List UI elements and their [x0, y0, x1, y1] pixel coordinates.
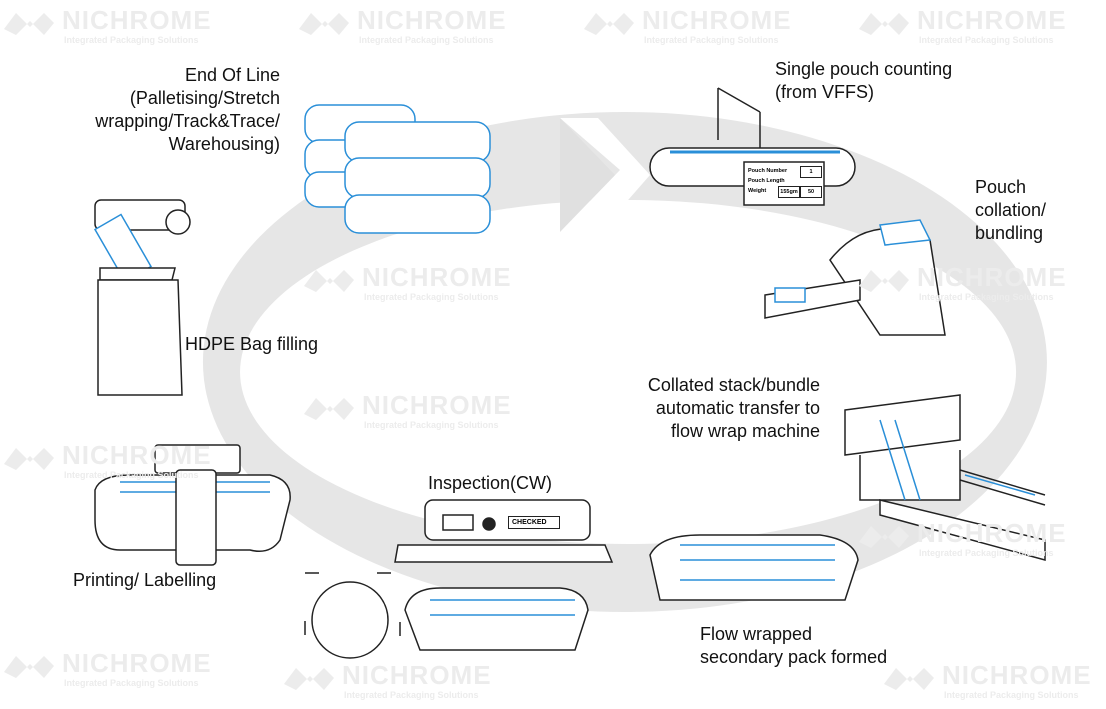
watermark-brand: NICHROME	[917, 518, 1067, 548]
watermark-tagline: Integrated Packaging Solutions	[919, 292, 1054, 302]
flow-arrow-chevron	[560, 118, 650, 232]
nichrome-logo-icon	[884, 668, 934, 690]
watermark-brand: NICHROME	[642, 5, 792, 35]
watermark-brand: NICHROME	[917, 5, 1067, 35]
checked-display: CHECKED	[508, 516, 560, 529]
collation-illustration	[764, 219, 946, 336]
watermark-tagline: Integrated Packaging Solutions	[364, 292, 499, 302]
process-ring	[202, 112, 1047, 612]
label-end-of-line: End Of Line (Palletising/Stretch wrappin…	[95, 65, 280, 154]
watermark-tagline: Integrated Packaging Solutions	[64, 35, 199, 45]
watermark-tagline: Integrated Packaging Solutions	[64, 470, 199, 480]
watermark-tagline: Integrated Packaging Solutions	[919, 35, 1054, 45]
nichrome-logo-icon	[859, 13, 909, 35]
nichrome-logo-icon	[4, 448, 54, 470]
nichrome-logo-icon	[299, 13, 349, 35]
label-inspection: Inspection(CW)	[428, 473, 553, 493]
labelling-illustration	[94, 444, 291, 566]
label-printing: Printing/ Labelling	[73, 570, 217, 590]
watermark-brand: NICHROME	[362, 262, 512, 292]
label-hdpe: HDPE Bag filling	[185, 334, 319, 354]
watermark-brand: NICHROME	[342, 660, 492, 690]
watermark-tagline: Integrated Packaging Solutions	[359, 35, 494, 45]
watermark-brand: NICHROME	[357, 5, 507, 35]
label-transfer: Collated stack/bundle automatic transfer…	[647, 375, 820, 441]
nichrome-logo-icon	[304, 398, 354, 420]
transfer-machine-illustration	[844, 394, 1046, 561]
hdpe-bag-filler-illustration	[93, 199, 191, 396]
nichrome-logo-icon	[4, 13, 54, 35]
watermark-tagline: Integrated Packaging Solutions	[919, 548, 1054, 558]
watermark-brand: NICHROME	[62, 648, 212, 678]
watermark-tagline: Integrated Packaging Solutions	[944, 690, 1079, 700]
flow-wrapped-pack-illustration	[649, 534, 859, 601]
watermark-tagline: Integrated Packaging Solutions	[344, 690, 479, 700]
label-flow-wrapped: Flow wrapped secondary pack formed	[700, 624, 888, 667]
watermark-brand: NICHROME	[917, 262, 1067, 292]
nichrome-logo-icon	[304, 270, 354, 292]
label-pouch-collation: Pouch collation/ bundling	[975, 177, 1047, 243]
watermark-brand: NICHROME	[62, 440, 212, 470]
nichrome-logo-icon	[859, 270, 909, 292]
watermark-brand: NICHROME	[942, 660, 1092, 690]
nichrome-logo-icon	[284, 668, 334, 690]
watermark-brand: NICHROME	[362, 390, 512, 420]
nichrome-logo-icon	[859, 526, 909, 548]
nichrome-logo-icon	[584, 13, 634, 35]
pallet-bags-illustration	[304, 104, 491, 234]
nichrome-logo-icon	[4, 656, 54, 678]
watermark-brand: NICHROME	[62, 5, 212, 35]
checkweigher-illustration	[304, 499, 614, 659]
label-single-pouch-counting: Single pouch counting (from VFFS)	[775, 59, 953, 102]
watermark-tagline: Integrated Packaging Solutions	[64, 678, 199, 688]
watermark-tagline: Integrated Packaging Solutions	[644, 35, 779, 45]
watermark-tagline: Integrated Packaging Solutions	[364, 420, 499, 430]
